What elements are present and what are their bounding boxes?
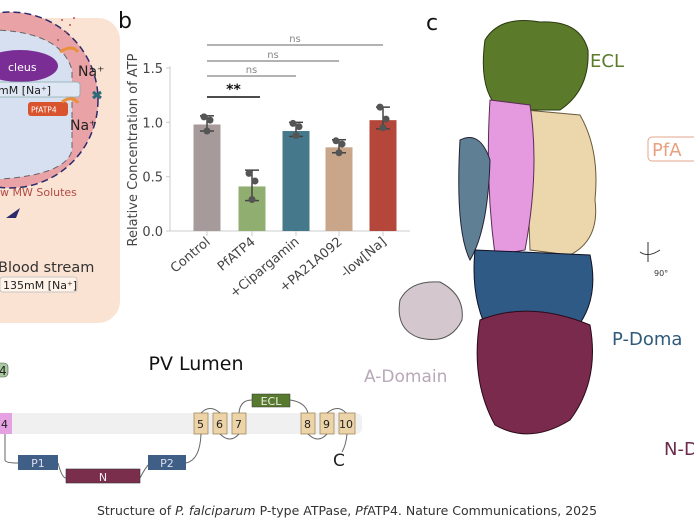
caption-species: P. falciparum <box>175 503 256 518</box>
data-point <box>245 169 253 177</box>
na-ion-label-2: Na⁺ <box>70 118 96 134</box>
x-tick-label: -low[Na] <box>338 235 390 282</box>
na-ion-label: Na⁺ <box>78 64 104 80</box>
caption-text-3: ATP4. Nature Communications, 2025 <box>367 503 598 518</box>
ecl-structure-label: ECL <box>590 51 624 72</box>
significance-label: ns <box>267 50 279 61</box>
caption-pf: Pf <box>355 503 368 518</box>
bar-0 <box>193 124 221 231</box>
a-domain-label: A-Domain <box>364 367 447 387</box>
data-point <box>338 140 346 148</box>
segment-7: 7 <box>235 418 242 431</box>
y-tick-label: 0.5 <box>142 171 163 186</box>
p1-label: P1 <box>31 457 45 470</box>
cryo-em-structure <box>398 19 597 435</box>
left-badge: 4 <box>0 364 7 378</box>
segment-9: 9 <box>323 418 330 431</box>
caption-text: Structure of <box>96 503 176 518</box>
data-point <box>332 137 340 145</box>
data-point <box>248 195 256 203</box>
data-point <box>203 127 211 135</box>
rotation-icon <box>639 242 661 262</box>
n-domain-label: N-D <box>664 439 694 460</box>
data-point <box>376 103 384 111</box>
y-tick-label: 0.0 <box>142 225 163 240</box>
data-point <box>289 119 297 127</box>
c-terminus-label: C <box>333 451 345 471</box>
pv-lumen-title: PV Lumen <box>148 353 243 375</box>
figure-caption: Structure of P. falciparum P-type ATPase… <box>0 503 694 518</box>
n-label: N <box>99 471 107 484</box>
segment-8: 8 <box>304 418 311 431</box>
segment-6: 6 <box>216 418 223 431</box>
significance-label: ns <box>289 34 301 45</box>
segment-4: 4 <box>1 418 8 431</box>
pfa-label: PfA <box>652 140 682 161</box>
segment-10: 10 <box>339 418 353 431</box>
x-tick-label: Control <box>168 235 214 277</box>
caption-text-2: P-type ATPase, <box>255 503 356 518</box>
data-point <box>292 131 300 139</box>
data-point <box>335 149 343 157</box>
bar-3 <box>325 147 353 231</box>
blood-na-label: 135mM [Na⁺] <box>3 279 77 292</box>
ecl-box-label: ECL <box>261 395 283 408</box>
rotation-label: 90° <box>654 269 668 278</box>
bar-2 <box>282 131 310 231</box>
data-point <box>295 123 303 131</box>
parasite-na-label: mM [Na⁺] <box>0 84 51 97</box>
panel-label-b: b <box>118 9 132 34</box>
data-point <box>379 124 387 132</box>
data-point <box>251 177 259 185</box>
nucleus-label: cleus <box>8 61 37 74</box>
solutes-label: w MW Solutes <box>0 186 77 199</box>
panel-a-cell-diagram: cleus mM [Na⁺] PfATP4 Na⁺ Na⁺ w MW Solut… <box>0 11 120 323</box>
atp-bar-chart: Relative Concentration of ATP 0.0 0.5 1.0 1… <box>126 34 410 301</box>
membrane <box>0 413 362 434</box>
nucleus-shape <box>0 50 58 82</box>
p2-label: P2 <box>160 457 174 470</box>
y-axis-label: Relative Concentration of ATP <box>126 53 141 246</box>
data-point <box>200 113 208 121</box>
bar-4 <box>369 120 397 231</box>
significance-label: ns <box>246 65 258 76</box>
y-tick-label: 1.5 <box>142 62 163 77</box>
blood-stream-label: Blood stream <box>0 260 94 276</box>
y-tick-label: 1.0 <box>142 116 163 131</box>
data-point <box>382 115 390 123</box>
data-point <box>206 116 214 124</box>
significance-label: ** <box>226 82 241 98</box>
topology-diagram: PV Lumen 4 4 5 6 7 8 9 10 P1 N <box>0 353 362 484</box>
segment-5: 5 <box>197 418 204 431</box>
pfatp4-label: PfATP4 <box>31 106 57 115</box>
p-domain-label: P-Doma <box>612 329 682 350</box>
panel-label-c: c <box>426 11 438 36</box>
